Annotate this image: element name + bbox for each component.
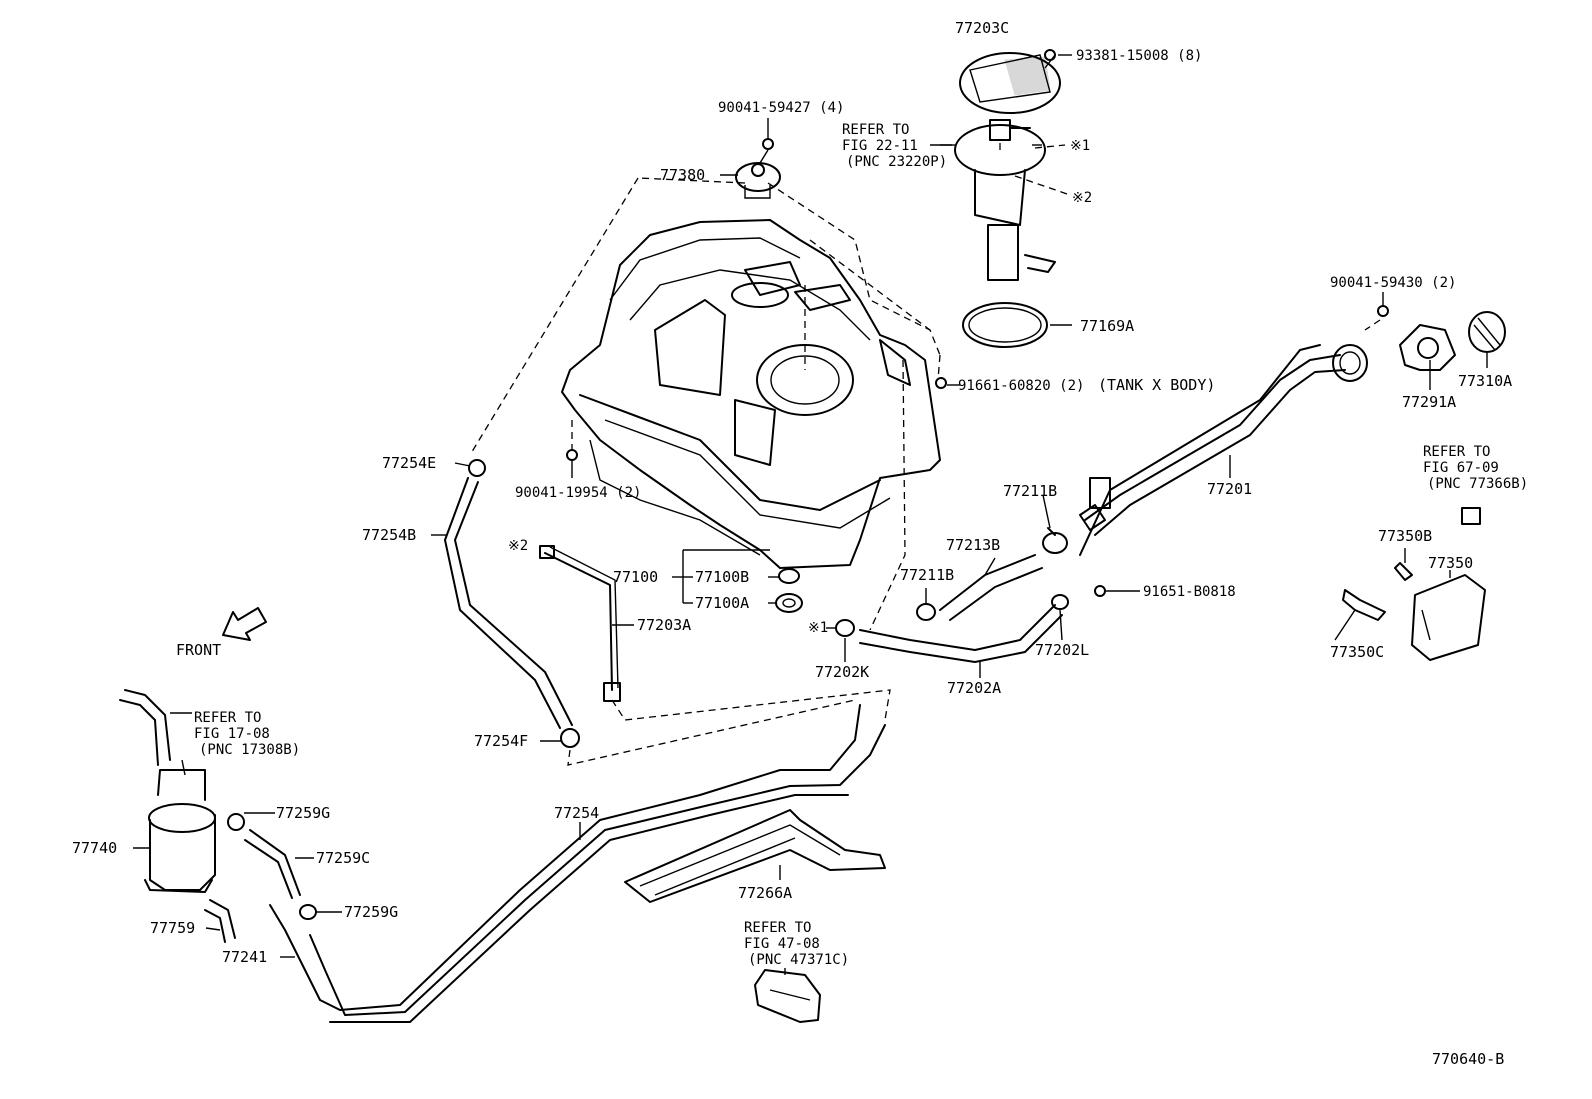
label-77380: 77380 (660, 166, 705, 184)
label-77254E: 77254E (382, 454, 436, 472)
part-labels: 77203C 93381-15008 (8) 90041-59427 (4) R… (72, 19, 1528, 1068)
clamp-77259G-lower (299, 904, 317, 920)
label-77350: 77350 (1428, 554, 1473, 572)
label-pnc-77366b: (PNC 77366B) (1427, 476, 1528, 492)
label-77202L: 77202L (1035, 641, 1089, 659)
front-arrow-icon (222, 607, 267, 641)
label-77203C: 77203C (955, 19, 1009, 37)
label-note-1-mid: ※1 (808, 620, 828, 636)
label-77310A: 77310A (1458, 372, 1512, 390)
label-77100B: 77100B (695, 568, 749, 586)
fuel-lid-77350 (1411, 574, 1486, 661)
label-pnc-17308b: (PNC 17308B) (199, 742, 300, 758)
charcoal-canister-77740 (144, 759, 216, 893)
protector-77266A (624, 809, 886, 903)
label-77254B: 77254B (362, 526, 416, 544)
label-note-2-top: ※2 (1072, 190, 1092, 206)
dashed-guide-lines (469, 140, 1381, 766)
drain-plug-77100A (775, 593, 803, 613)
label-77740: 77740 (72, 839, 117, 857)
fuel-line-77254 (269, 704, 886, 1023)
hose-77202A (859, 604, 1063, 663)
label-fig-67-09: FIG 67-09 (1423, 460, 1499, 476)
clamp-77211B-upper (1042, 527, 1068, 554)
vent-tube-77203A (539, 545, 621, 702)
clamp-77259G-upper (227, 813, 245, 831)
label-77211B-upper: 77211B (1003, 482, 1057, 500)
gasket-77169A (962, 302, 1048, 348)
label-90041-59427: 90041-59427 (4) (718, 100, 844, 116)
hose-77259C (244, 829, 301, 899)
fuel-pump-assembly (940, 119, 1056, 281)
label-refer-to-22: REFER TO (842, 122, 909, 138)
label-77266A: 77266A (738, 884, 792, 902)
label-pnc-47371c: (PNC 47371C) (748, 952, 849, 968)
label-77350B: 77350B (1378, 527, 1432, 545)
fuel-cap-77310A (1468, 311, 1506, 353)
label-tank-x-body: (TANK X BODY) (1098, 376, 1215, 394)
lid-hinge-77366B (1461, 507, 1481, 525)
label-77100A: 77100A (695, 594, 749, 612)
label-91661-60820: 91661-60820 (2) (958, 378, 1084, 394)
drain-plug-77100B (778, 568, 800, 584)
diagram-code: 770640-B (1432, 1050, 1504, 1068)
clip-77350B (1394, 562, 1413, 581)
label-77100: 77100 (613, 568, 658, 586)
label-front: FRONT (176, 641, 221, 659)
label-77202A: 77202A (947, 679, 1001, 697)
filler-gasket-77291A (1399, 324, 1456, 371)
bumper-77350C (1342, 589, 1386, 621)
clip-47371C (754, 969, 821, 1023)
bolt-symbols (566, 49, 1389, 597)
leader-lines (133, 54, 1488, 975)
label-77213B: 77213B (946, 536, 1000, 554)
label-77202K: 77202K (815, 663, 869, 681)
label-77254F: 77254F (474, 732, 528, 750)
fuel-pump-cover-77203C (959, 52, 1061, 114)
label-77211B-lower: 77211B (900, 566, 954, 584)
clamp-77202L (1051, 594, 1069, 610)
label-77201: 77201 (1207, 480, 1252, 498)
label-note-1-top: ※1 (1070, 138, 1090, 154)
label-77241: 77241 (222, 948, 267, 966)
label-fig-22-11: FIG 22-11 (842, 138, 918, 154)
label-fig-17-08: FIG 17-08 (194, 726, 270, 742)
label-pnc-23220p: (PNC 23220P) (846, 154, 947, 170)
clamp-77202K (835, 619, 855, 637)
label-refer-to-67: REFER TO (1423, 444, 1490, 460)
label-90041-19954: 90041-19954 (2) (515, 485, 641, 501)
label-91651-B0818: 91651-B0818 (1143, 584, 1236, 600)
clamp-77211B-lower (916, 603, 936, 621)
label-refer-to-17: REFER TO (194, 710, 261, 726)
label-77169A: 77169A (1080, 317, 1134, 335)
label-fig-47-08: FIG 47-08 (744, 936, 820, 952)
filler-pipe-77201 (1079, 344, 1368, 556)
label-77259G-lower: 77259G (344, 903, 398, 921)
sender-cover-77380 (735, 162, 781, 199)
hose-77254B (444, 459, 580, 748)
label-refer-to-47: REFER TO (744, 920, 811, 936)
label-77759: 77759 (150, 919, 195, 937)
fuel-tank-77100 (561, 219, 941, 569)
label-77259C: 77259C (316, 849, 370, 867)
hose-17308B (119, 689, 171, 766)
label-77291A: 77291A (1402, 393, 1456, 411)
label-90041-59430: 90041-59430 (2) (1330, 275, 1456, 291)
label-note-2-mid: ※2 (508, 538, 528, 554)
hose-77759 (204, 899, 236, 943)
label-77254: 77254 (554, 804, 599, 822)
label-77350C: 77350C (1330, 643, 1384, 661)
label-93381-15008: 93381-15008 (8) (1076, 48, 1202, 64)
label-77203A: 77203A (637, 616, 691, 634)
label-77259G-upper: 77259G (276, 804, 330, 822)
